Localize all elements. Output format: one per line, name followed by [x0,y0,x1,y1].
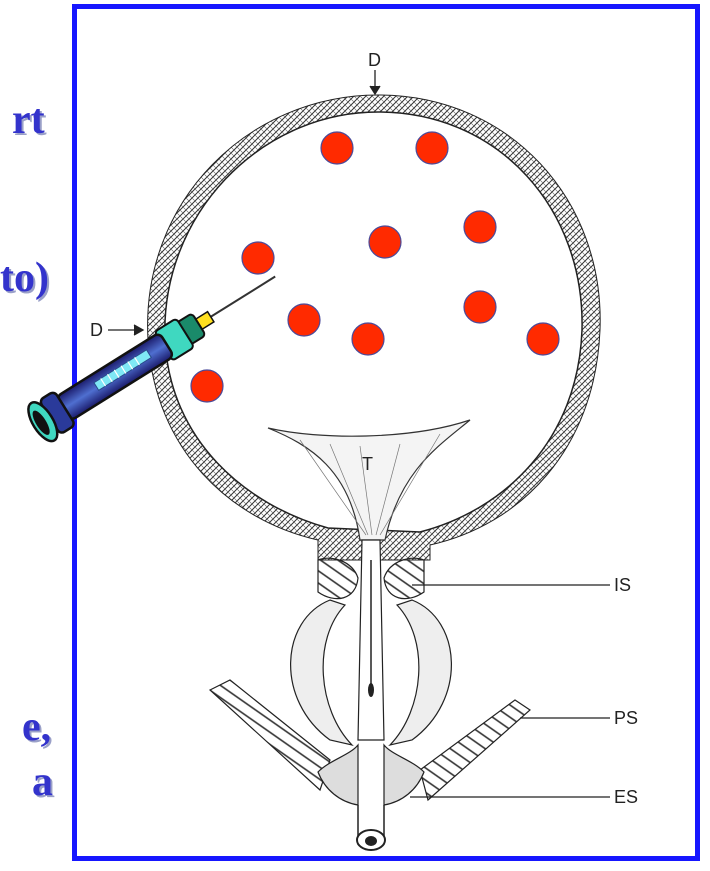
label-d-top: D [368,50,381,70]
red-dot [416,132,448,164]
red-dot [321,132,353,164]
urethra [358,540,384,740]
red-dot [242,242,274,274]
red-dot [191,370,223,402]
red-dot [352,323,384,355]
label-internal-sphincter: IS [614,575,631,595]
red-dot [464,291,496,323]
red-dot [369,226,401,258]
label-trigone: T [362,454,373,474]
red-dot [527,323,559,355]
label-pelvic-floor: PS [614,708,638,728]
external-sphincter [318,745,424,805]
label-d-left: D [90,320,103,340]
red-dot [464,211,496,243]
label-external-sphincter: ES [614,787,638,807]
red-dot [288,304,320,336]
